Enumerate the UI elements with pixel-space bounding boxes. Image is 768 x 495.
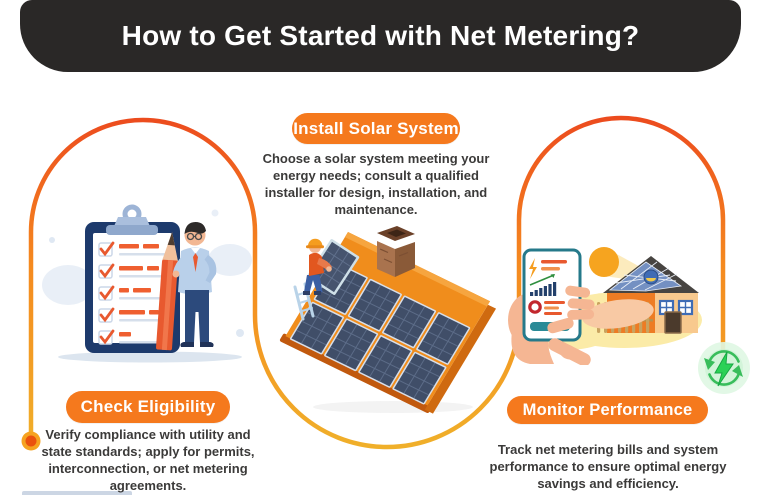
pencil-icon <box>156 232 179 351</box>
green-energy-recycle-bolt-icon <box>698 342 750 394</box>
solar-installation-illustration <box>279 226 497 414</box>
header-bar: How to Get Started with Net Metering? <box>20 0 741 72</box>
ground-shadow <box>58 351 242 363</box>
clipboard-checklist-illustration <box>42 204 252 363</box>
chimney <box>377 226 415 277</box>
page-title: How to Get Started with Net Metering? <box>121 20 640 51</box>
step-description-check: Verify compliance with utility and state… <box>41 427 255 493</box>
person-figure <box>172 222 217 347</box>
forearm <box>582 299 654 329</box>
house-door <box>664 311 682 334</box>
sun-icon <box>589 247 619 277</box>
checklist-rows <box>98 241 165 345</box>
step-pill-install-solar-system: Install Solar System <box>292 113 460 144</box>
next-section-peek <box>22 491 132 495</box>
step-description-install: Choose a solar system meeting your energ… <box>262 151 490 217</box>
step-pill-monitor-performance: Monitor Performance <box>507 396 708 424</box>
phone-icon <box>522 248 595 365</box>
step-pill-check-eligibility: Check Eligibility <box>66 391 230 423</box>
house-icon <box>603 256 699 334</box>
ground-shadow <box>313 401 473 413</box>
path-start-dot-icon <box>21 431 41 451</box>
step-description-monitor: Track net metering bills and system perf… <box>489 442 727 491</box>
worker-figure <box>293 238 332 321</box>
gripping-fingers <box>547 285 595 365</box>
monitoring-illustration <box>508 247 702 365</box>
lightning-bolt-icon <box>714 351 734 387</box>
house-windows <box>658 299 694 316</box>
